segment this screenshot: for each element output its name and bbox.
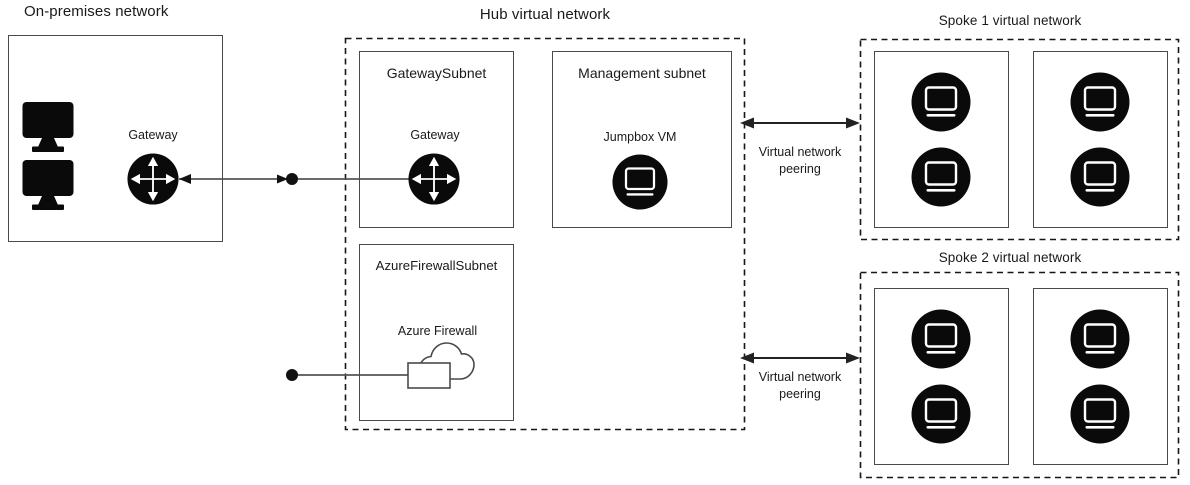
spoke1-dashed-border (859, 38, 1180, 241)
gateway-arrows-icon (127, 153, 179, 205)
management-subnet-box: Management subnet (552, 51, 732, 228)
spoke2-vm-icon-2 (911, 384, 971, 444)
azure-firewall-icon (402, 335, 480, 391)
vm-circle-icon (911, 384, 971, 444)
peering-label-2-line1: Virtual network (758, 370, 842, 384)
azure-firewall-label: Azure Firewall (397, 324, 478, 338)
peering-label-2-line2: peering (779, 387, 821, 401)
peering-label-1-line2: peering (779, 162, 821, 176)
vm-circle-icon (1070, 384, 1130, 444)
vm-circle-icon (1070, 309, 1130, 369)
spoke1-vm-icon-3 (1070, 72, 1130, 132)
spoke1-title: Spoke 1 virtual network (938, 13, 1082, 28)
peering-label-1: Virtual network peering (745, 144, 855, 178)
monitor-icon (22, 102, 74, 152)
spoke1-vm-box-a (874, 51, 1009, 228)
monitor-icon (22, 160, 74, 210)
spoke2-vm-box-b (1033, 288, 1168, 465)
firewall-subnet-box: AzureFirewallSubnet (359, 244, 514, 421)
vm-circle-icon (1070, 147, 1130, 207)
jumpbox-vm-label: Jumpbox VM (603, 130, 677, 144)
spoke2-vm-box-a (874, 288, 1009, 465)
peering-arrow-1-left-head (740, 117, 754, 129)
spoke1-vm-box-b (1033, 51, 1168, 228)
vm-circle-icon (1070, 72, 1130, 132)
jumpbox-vm-icon (612, 154, 668, 210)
spoke2-vm-icon-3 (1070, 309, 1130, 369)
workstation-icon-2 (22, 160, 74, 210)
junction-dot-1 (286, 173, 298, 185)
onprem-gateway-label: Gateway (128, 128, 178, 142)
onprem-gateway-icon (127, 153, 179, 205)
peering-label-2: Virtual network peering (745, 369, 855, 403)
peering-arrow-2-left-head (740, 352, 754, 364)
spoke2-dashed-border (859, 271, 1180, 479)
onprem-box (8, 35, 223, 242)
hub-gateway-icon (408, 153, 460, 205)
vm-circle-icon (911, 147, 971, 207)
workstation-icon-1 (22, 102, 74, 152)
spoke1-vm-icon-4 (1070, 147, 1130, 207)
spoke1-vm-icon-1 (911, 72, 971, 132)
spoke1-vm-icon-2 (911, 147, 971, 207)
peering-label-1-line1: Virtual network (758, 145, 842, 159)
hub-dashed-border (344, 37, 746, 431)
left-arrowhead-icon (179, 174, 191, 184)
vm-circle-icon (911, 309, 971, 369)
firewall-subnet-title: AzureFirewallSubnet (375, 258, 498, 273)
mid-arrowhead-icon (277, 174, 288, 184)
spoke2-title: Spoke 2 virtual network (938, 250, 1082, 265)
vm-circle-icon (612, 154, 668, 210)
hub-title: Hub virtual network (479, 6, 611, 23)
peering-arrow-1-right-head (846, 117, 860, 129)
gateway-subnet-title: GatewaySubnet (386, 65, 487, 81)
junction-dot-2 (286, 369, 298, 381)
hub-gateway-label: Gateway (410, 128, 460, 142)
firewall-cloud-icon (407, 342, 475, 389)
gateway-subnet-box: GatewaySubnet (359, 51, 514, 228)
gateway-arrows-icon (408, 153, 460, 205)
spoke2-vm-icon-4 (1070, 384, 1130, 444)
vm-circle-icon (911, 72, 971, 132)
peering-arrow-2-right-head (846, 352, 860, 364)
management-subnet-title: Management subnet (578, 65, 706, 81)
spoke2-vm-icon-1 (911, 309, 971, 369)
onprem-title: On-premises network (24, 3, 169, 20)
